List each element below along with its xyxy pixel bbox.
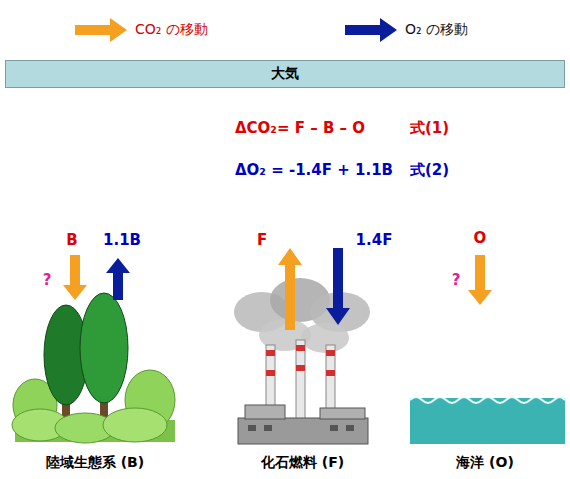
factory-illustration bbox=[234, 278, 370, 444]
flux-label: B bbox=[66, 231, 77, 249]
legend-label: O₂ の移動 bbox=[405, 21, 468, 39]
sea-illustration bbox=[410, 397, 565, 444]
legend-label: CO₂ の移動 bbox=[135, 21, 208, 39]
equation-number: 式(2) bbox=[410, 161, 449, 180]
caption: 陸域生態系 (B) bbox=[46, 454, 144, 472]
caption: 海洋 (O) bbox=[456, 454, 514, 472]
flux-label: O bbox=[474, 229, 487, 247]
fossil-fuel: 化石燃料 (F) bbox=[220, 300, 385, 472]
unknown-mark: ? bbox=[452, 271, 461, 289]
equation: ΔO₂ = -1.4F + 1.1B bbox=[235, 161, 393, 179]
forest-illustration bbox=[12, 293, 175, 443]
equation: ΔCO₂= F – B – O bbox=[235, 119, 365, 137]
flux-label: 1.4F bbox=[356, 231, 393, 249]
flux-label: 1.1B bbox=[103, 231, 141, 249]
unknown-mark: ? bbox=[43, 271, 52, 289]
land-ecosystem: 陸域生態系 (B) bbox=[10, 300, 180, 472]
caption: 化石燃料 (F) bbox=[261, 454, 344, 472]
o2-arrow bbox=[106, 258, 130, 300]
equation-number: 式(1) bbox=[410, 119, 449, 138]
o2-arrow bbox=[326, 248, 350, 325]
co2-arrow bbox=[278, 248, 302, 330]
o2-legend-arrow bbox=[345, 18, 397, 42]
band-label: 大気 bbox=[271, 65, 299, 83]
flux-label: F bbox=[257, 231, 267, 249]
co2-arrow bbox=[63, 255, 87, 300]
ocean: 海洋 (O) bbox=[405, 300, 565, 472]
atmosphere-band: 大気 bbox=[5, 60, 565, 88]
co2-legend-arrow bbox=[75, 18, 127, 42]
co2-arrow bbox=[468, 255, 492, 305]
